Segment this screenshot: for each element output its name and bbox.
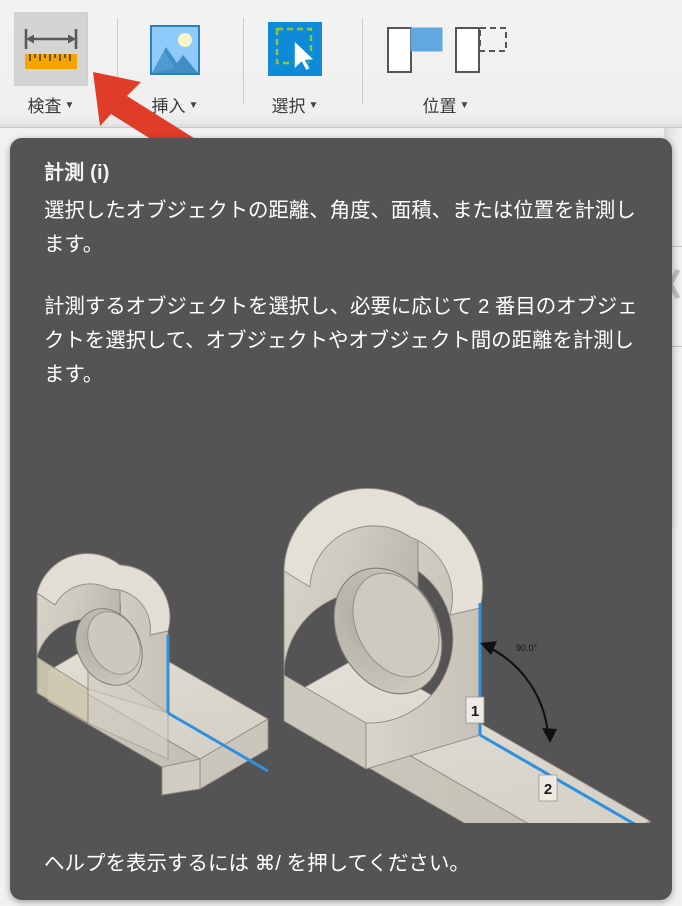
chevron-down-icon[interactable]: ▼ — [188, 99, 199, 111]
chevron-down-icon[interactable]: ▼ — [459, 99, 470, 111]
toolbar-label-select: 選択 — [271, 97, 306, 116]
toolbar-item-inspect[interactable]: 検査 ▼ — [14, 12, 88, 117]
position-label-row: 位置 ▼ — [423, 92, 470, 117]
measure-ruler-icon — [24, 29, 78, 69]
toolbar-divider-2 — [243, 18, 244, 104]
top-toolbar: 検査 ▼ 挿入 ▼ 選択 — [0, 0, 682, 128]
insert-label-row: 挿入 ▼ — [152, 92, 199, 117]
illustration-measure-angle: 90.0° 1 2 — [36, 488, 651, 823]
tooltip-title: 計測 (i) — [44, 162, 110, 184]
marker-1-label: 1 — [471, 703, 479, 720]
angle-dimension: 90.0° — [480, 641, 557, 743]
marquee-select-icon — [268, 22, 322, 76]
angle-value-label: 90.0° — [516, 643, 538, 653]
toolbar-label-insert: 挿入 — [151, 97, 186, 116]
toolbar-label-inspect: 検査 — [27, 97, 62, 116]
marker-2-label: 2 — [544, 781, 552, 798]
marker-1: 1 — [465, 696, 485, 724]
toolbar-divider-1 — [117, 18, 118, 104]
select-icon-box[interactable] — [258, 12, 332, 86]
tooltip-paragraph-2: 計測するオブジェクトを選択し、必要に応じて 2 番目のオブジェクトを選択して、オ… — [44, 295, 638, 386]
toolbar-item-select[interactable]: 選択 ▼ — [258, 12, 332, 117]
position-icon-box[interactable] — [380, 12, 512, 86]
tooltip-popover: 計測 (i) 選択したオブジェクトの距離、角度、面積、または位置を計測します。 … — [10, 138, 672, 900]
highlight-edge-horizontal — [479, 733, 636, 823]
highlight-edge-horizontal — [167, 711, 269, 773]
toolbar-item-position[interactable]: 位置 ▼ — [380, 12, 512, 117]
tooltip-footer-help: ヘルプを表示するには ⌘/ を押してください。 — [44, 852, 470, 875]
bracket-left — [36, 553, 269, 796]
select-label-row: 選択 ▼ — [272, 92, 319, 117]
inspect-label-row: 検査 ▼ — [28, 92, 75, 117]
insert-icon-box[interactable] — [138, 12, 212, 86]
bracket-right: 90.0° 1 2 — [283, 488, 651, 823]
toolbar-divider-3 — [362, 18, 363, 104]
tooltip-paragraph-1: 選択したオブジェクトの距離、角度、面積、または位置を計測します。 — [44, 199, 636, 256]
chevron-down-icon[interactable]: ▼ — [308, 99, 319, 111]
image-insert-icon — [150, 25, 200, 75]
inspect-icon-box[interactable] — [14, 12, 88, 86]
marker-2: 2 — [538, 774, 558, 802]
chevron-down-icon[interactable]: ▼ — [64, 99, 75, 111]
toolbar-item-insert[interactable]: 挿入 ▼ — [138, 12, 212, 117]
align-position-icon — [387, 27, 507, 73]
toolbar-label-position: 位置 — [422, 97, 457, 116]
